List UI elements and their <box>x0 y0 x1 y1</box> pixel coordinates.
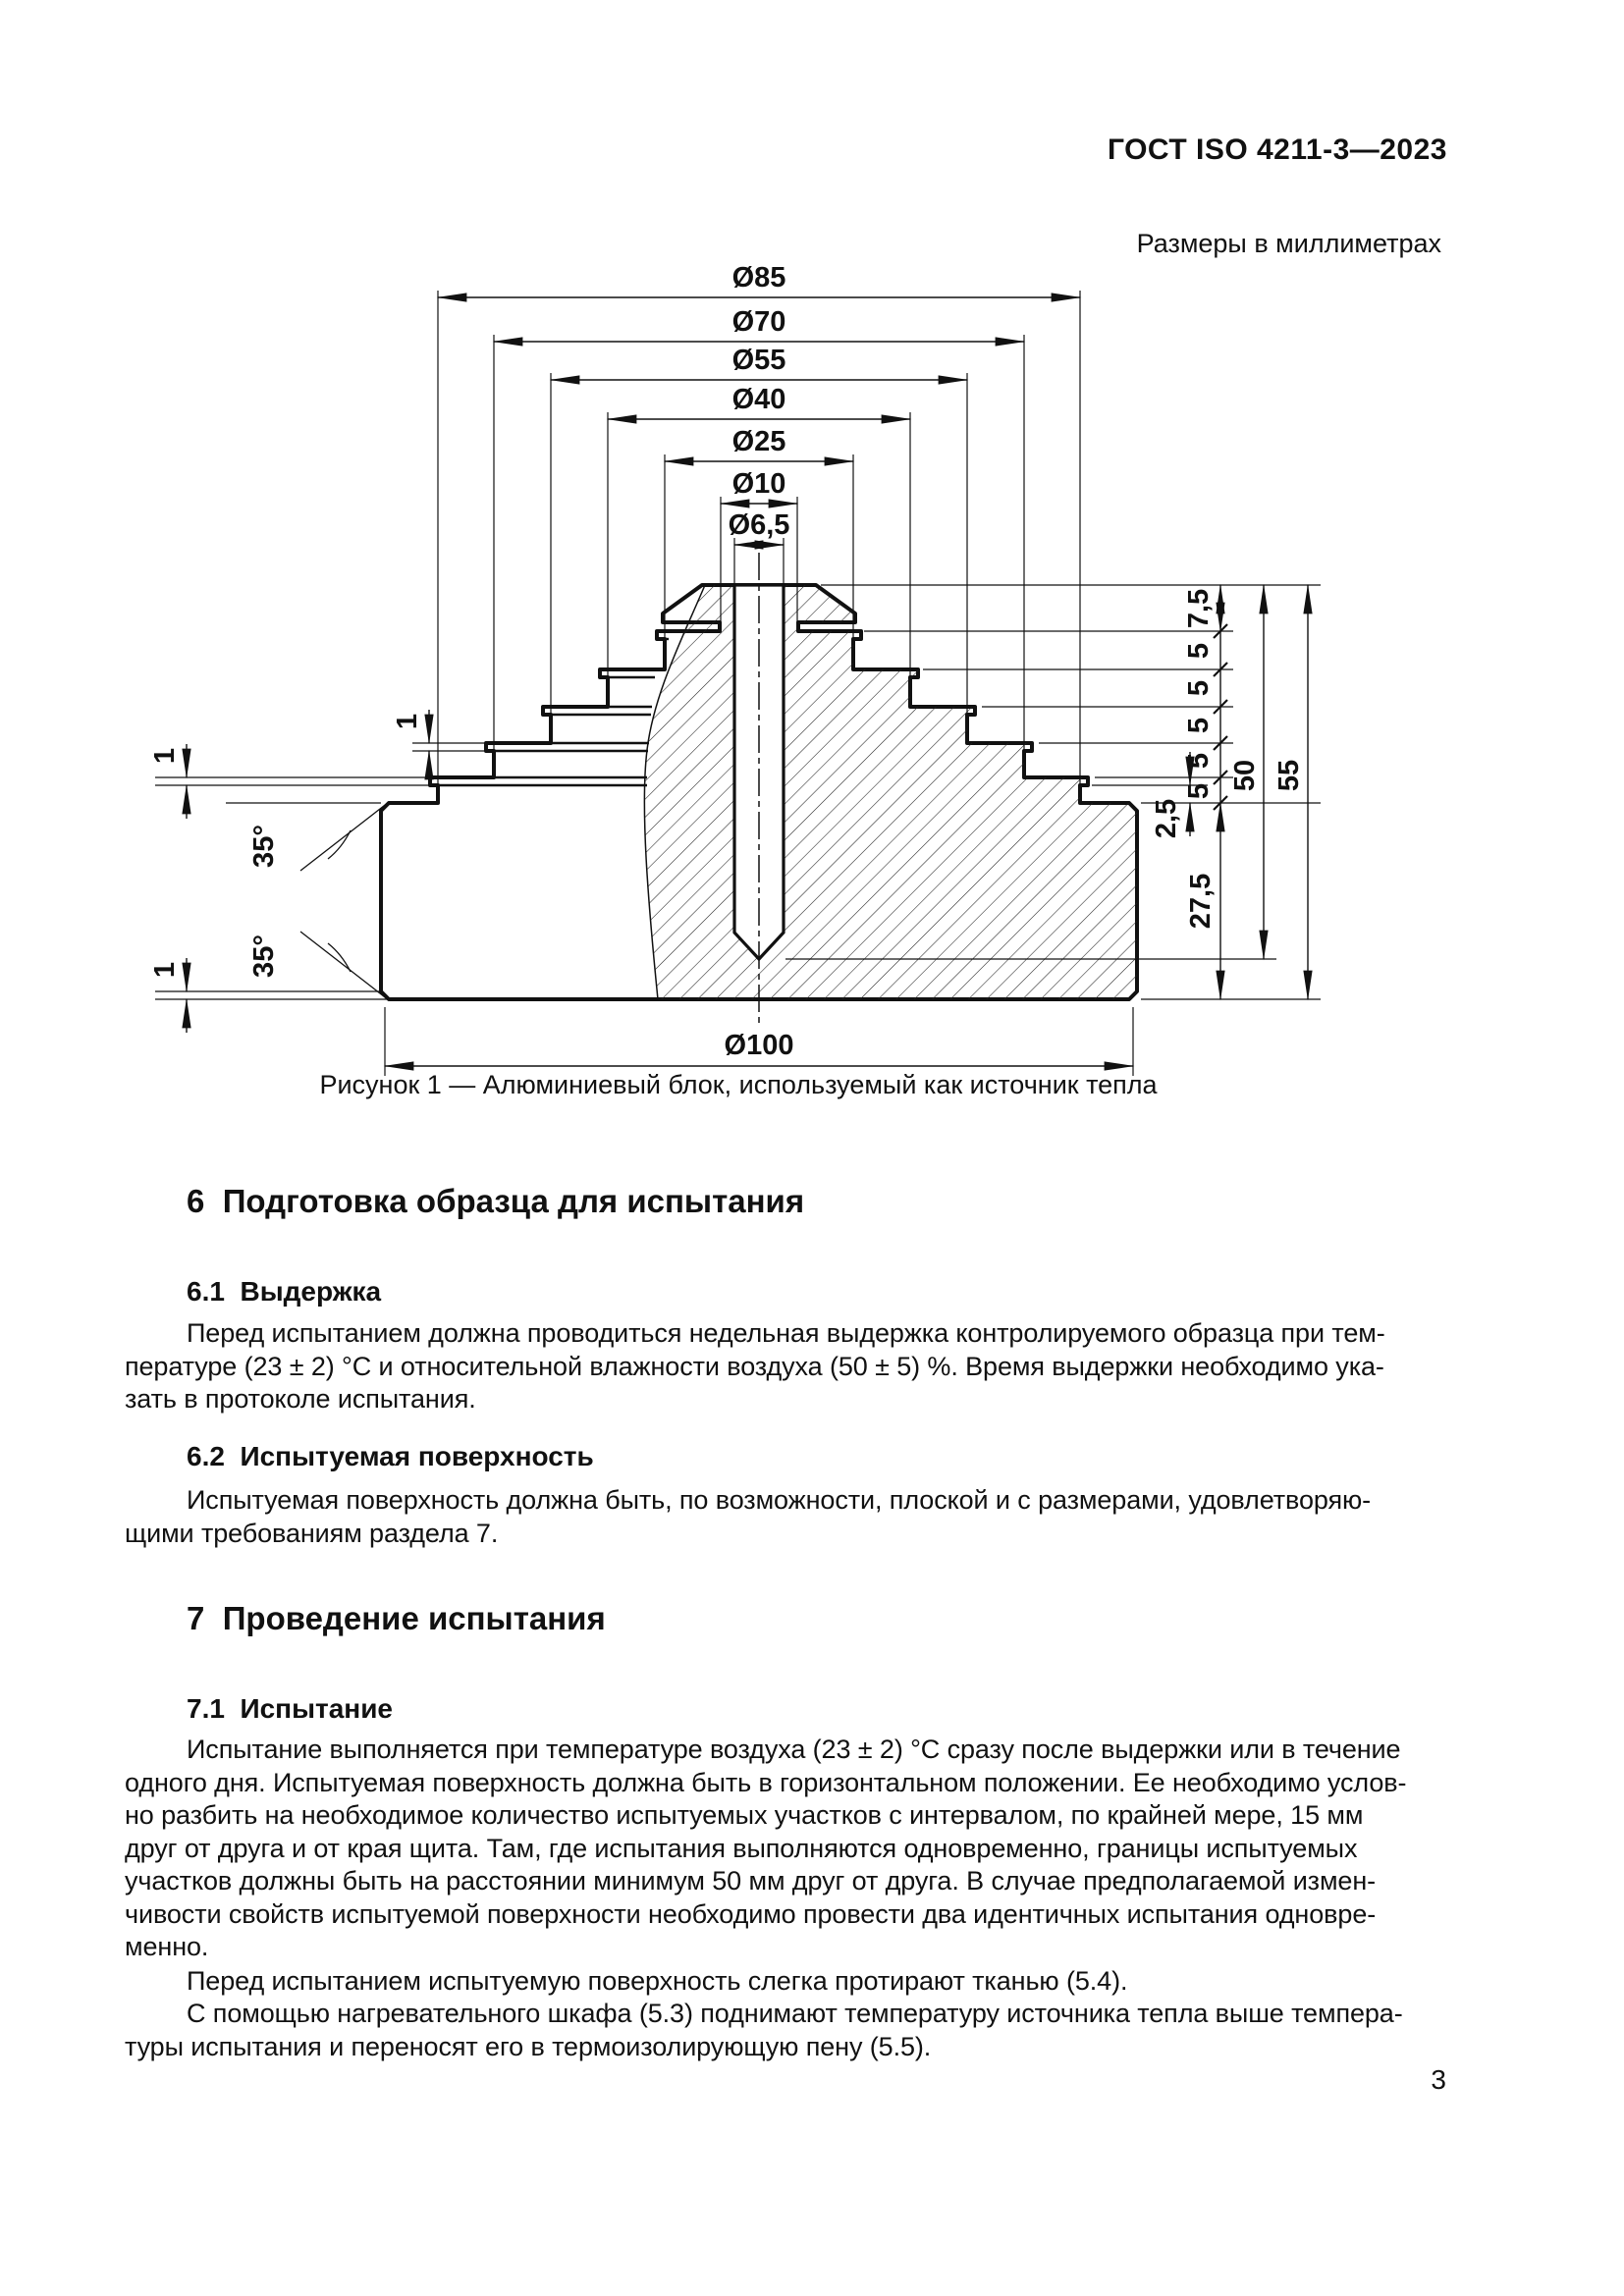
section-7-1-heading: 7.1 Испытание <box>187 1693 393 1724</box>
dim-label-5a: 5 <box>1183 643 1215 659</box>
standard-code: ГОСТ ISO 4211-3—2023 <box>1107 133 1447 166</box>
extension-lines-left <box>155 742 486 1000</box>
dim-label-1b: 1 <box>392 714 423 729</box>
dim-label-d70: Ø70 <box>732 306 786 338</box>
dim-label-5c: 5 <box>1183 718 1215 733</box>
dim-label-55: 55 <box>1273 760 1305 791</box>
section-7-1-paragraph-3: С помощью нагревательного шкафа (5.3) по… <box>125 1999 1403 2061</box>
dim-label-d40: Ø40 <box>732 384 786 415</box>
dim-label-d100: Ø100 <box>725 1030 794 1061</box>
dim-label-50: 50 <box>1229 760 1261 791</box>
dim-label-5b: 5 <box>1183 680 1215 696</box>
section-6-2-heading: 6.2 Испытуемая поверхность <box>187 1441 594 1471</box>
section-6-1-heading: 6.1 Выдержка <box>187 1276 382 1307</box>
section-7-1-paragraph-1: Испытание выполняется при температуре во… <box>125 1735 1407 1961</box>
dimension-lines-top <box>436 293 1082 550</box>
dim-label-d6-5: Ø6,5 <box>729 509 790 541</box>
dim-label-d10: Ø10 <box>732 468 786 500</box>
dim-label-d85: Ø85 <box>732 262 786 294</box>
dim-label-5e: 5 <box>1183 783 1215 799</box>
fin-edges <box>430 629 672 787</box>
dim-label-1c: 1 <box>149 962 181 978</box>
section-6-heading: 6 Подготовка образца для испытания <box>187 1183 805 1219</box>
section-7-heading: 7 Проведение испытания <box>187 1600 606 1636</box>
dim-label-7-5: 7,5 <box>1183 589 1215 628</box>
bottom-dimension <box>383 1007 1135 1076</box>
dim-label-35-top: 35° <box>248 825 280 868</box>
dim-label-1a: 1 <box>149 748 181 764</box>
dim-label-27-5: 27,5 <box>1185 874 1217 929</box>
units-note: Размеры в миллиметрах <box>1136 229 1441 258</box>
dim-label-5d: 5 <box>1183 753 1215 769</box>
extension-lines-top <box>437 291 1081 785</box>
dim-label-d25: Ø25 <box>732 426 786 457</box>
page-number: 3 <box>1431 2064 1446 2095</box>
section-6-1-paragraph: Перед испытанием должна проводиться неде… <box>125 1318 1385 1414</box>
figure-1-drawing: Ø85 Ø70 Ø55 Ø40 Ø25 Ø10 Ø6,5 <box>149 262 1321 1076</box>
right-dimension-chain <box>1185 583 1313 1001</box>
break-line <box>643 584 706 1000</box>
left-mini-dims <box>182 710 434 1033</box>
chamfer-callouts <box>299 801 390 1001</box>
dim-label-d55: Ø55 <box>732 345 786 376</box>
section-hatch <box>644 585 1137 999</box>
section-6-2-paragraph: Испытуемая поверхность должна быть, по в… <box>125 1485 1372 1548</box>
figure-caption: Рисунок 1 — Алюминиевый блок, используем… <box>319 1070 1158 1099</box>
section-7-1-paragraph-2: Перед испытанием испытуемую поверхность … <box>187 1966 1128 1996</box>
dim-label-35-bottom: 35° <box>248 934 280 978</box>
dim-label-2-5: 2,5 <box>1151 799 1182 838</box>
